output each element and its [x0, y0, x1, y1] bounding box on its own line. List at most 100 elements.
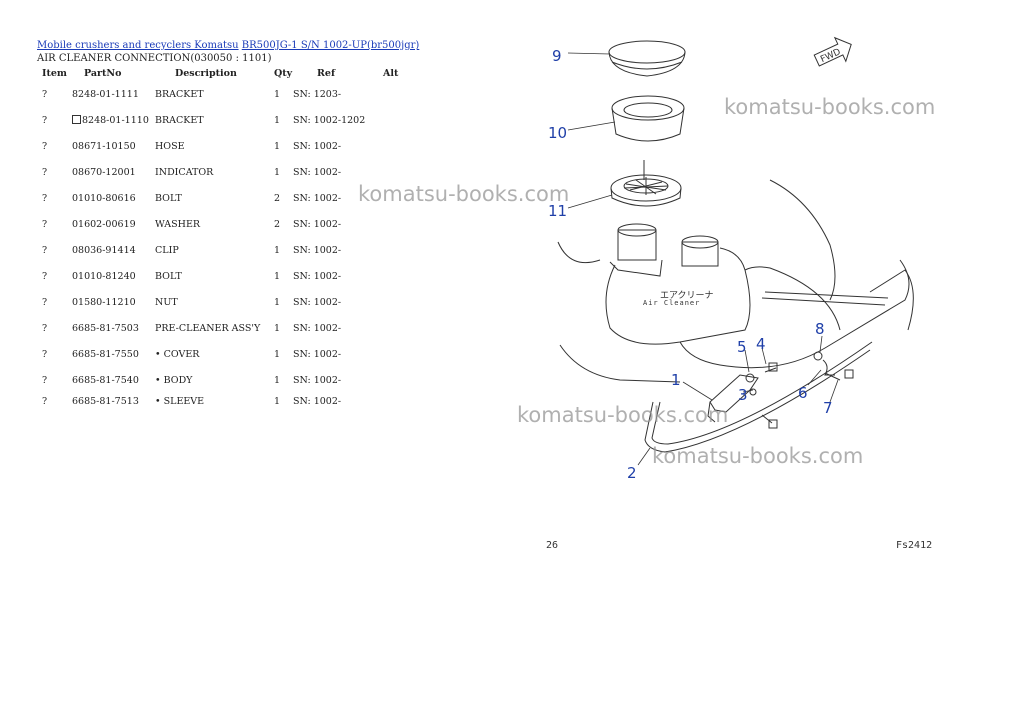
cell-qty: 1	[274, 114, 281, 126]
cap-part	[608, 40, 686, 64]
page-number-left: 26	[546, 540, 558, 551]
cell-ref: SN: 1002-	[293, 296, 342, 308]
air-cleaner-label-jp: エアクリーナ	[660, 290, 714, 301]
cell-alt	[383, 341, 413, 367]
cell-partno: 8248-01-1111	[72, 88, 139, 100]
cell-description: WASHER	[155, 218, 201, 230]
cell-description: PRE-CLEANER ASS'Y	[155, 322, 261, 334]
table-row: ? 6685-81-7513 • SLEEVE 1 SN: 1002-	[37, 393, 413, 409]
cell-alt	[383, 211, 413, 237]
cell-item: ?	[42, 322, 48, 334]
cell-partno: 6685-81-7513	[72, 395, 139, 407]
cell-alt	[383, 315, 413, 341]
cell-partno: 8248-01-1110	[72, 107, 155, 133]
cell-ref: SN: 1002-	[293, 374, 342, 386]
cell-item: ?	[42, 192, 48, 204]
callout-6: 6	[798, 384, 808, 402]
callout-3: 3	[738, 386, 748, 404]
callout-4: 4	[756, 335, 766, 353]
cell-ref: SN: 1002-1202	[293, 114, 366, 126]
cell-item: ?	[42, 218, 48, 230]
table-header-row: Item PartNo Description Qty Ref Alt	[37, 65, 413, 81]
cell-partno: 01010-81240	[72, 270, 136, 282]
cell-partno: 6685-81-7550	[72, 348, 139, 360]
cell-description: CLIP	[155, 244, 179, 256]
cell-qty: 2	[274, 192, 281, 204]
fwd-arrow-icon: FWD	[813, 36, 852, 67]
cell-ref: SN: 1203-	[293, 88, 342, 100]
cell-qty: 1	[274, 270, 281, 282]
cell-ref: SN: 1002-	[293, 192, 342, 204]
watermark: komatsu-books.com	[724, 95, 936, 119]
section-title: AIR CLEANER CONNECTION(030050 : 1101)	[37, 53, 272, 64]
cell-alt	[383, 367, 413, 393]
col-header-partno: PartNo	[84, 67, 122, 79]
watermark: komatsu-books.com	[652, 444, 864, 468]
cell-ref: SN: 1002-	[293, 395, 342, 407]
cell-partno: 01602-00619	[72, 218, 136, 230]
cell-alt	[383, 133, 413, 159]
cell-ref: SN: 1002-	[293, 322, 342, 334]
callout-9: 9	[552, 47, 562, 65]
checkbox-icon[interactable]	[72, 114, 81, 124]
bracket-part	[709, 374, 759, 413]
page-number-right: Fs2412	[896, 540, 932, 551]
cell-description: BOLT	[155, 270, 182, 282]
cell-ref: SN: 1002-	[293, 348, 342, 360]
cell-alt	[383, 107, 413, 133]
breadcrumb-link-model[interactable]: BR500JG-1 S/N 1002-UP(br500jgr)	[241, 40, 420, 51]
cell-qty: 1	[274, 395, 281, 407]
parts-diagram: エアクリーナ Air Cleaner FWD 9 10 11 8 5 4 1 3…	[546, 36, 932, 551]
cell-item: ?	[42, 270, 48, 282]
cell-alt	[383, 263, 413, 289]
cell-qty: 1	[274, 322, 281, 334]
cell-description: BOLT	[155, 192, 182, 204]
hose-part	[644, 349, 871, 453]
cell-description: NUT	[155, 296, 178, 308]
ring-part	[611, 95, 685, 121]
cell-item: ?	[42, 374, 48, 386]
cell-qty: 1	[274, 244, 281, 256]
cell-qty: 1	[274, 166, 281, 178]
cell-qty: 1	[274, 348, 281, 360]
cell-item: ?	[42, 296, 48, 308]
cell-ref: SN: 1002-	[293, 140, 342, 152]
fwd-label: FWD	[819, 47, 842, 65]
cell-description: BRACKET	[155, 114, 204, 126]
table-row: ? 01010-80616 BOLT 2 SN: 1002-	[37, 185, 413, 211]
cell-partno: 01580-11210	[72, 296, 136, 308]
cell-qty: 1	[274, 88, 281, 100]
cell-partno: 08036-91414	[72, 244, 136, 256]
cell-partno-text: 8248-01-1110	[82, 114, 149, 126]
cell-item: ?	[42, 348, 48, 360]
callout-1: 1	[671, 371, 681, 389]
cell-item: ?	[42, 140, 48, 152]
cell-partno: 08671-10150	[72, 140, 136, 152]
cell-qty: 1	[274, 140, 281, 152]
cell-description: • SLEEVE	[155, 395, 205, 407]
breadcrumb-link-category[interactable]: Mobile crushers and recyclers Komatsu	[37, 40, 239, 51]
callout-2: 2	[627, 464, 637, 482]
col-header-alt: Alt	[383, 67, 399, 79]
cell-alt	[383, 289, 413, 315]
cell-qty: 1	[274, 374, 281, 386]
cell-partno: 6685-81-7540	[72, 374, 139, 386]
cell-description: BRACKET	[155, 88, 204, 100]
col-header-qty: Qty	[274, 67, 293, 79]
breadcrumb: Mobile crushers and recyclers Komatsu BR…	[37, 40, 419, 51]
cell-item: ?	[42, 395, 48, 407]
callout-11: 11	[548, 202, 567, 220]
cell-partno: 08670-12001	[72, 166, 136, 178]
callout-7: 7	[823, 399, 833, 417]
air-cleaner-body	[605, 247, 751, 345]
cell-partno: 01010-80616	[72, 192, 136, 204]
